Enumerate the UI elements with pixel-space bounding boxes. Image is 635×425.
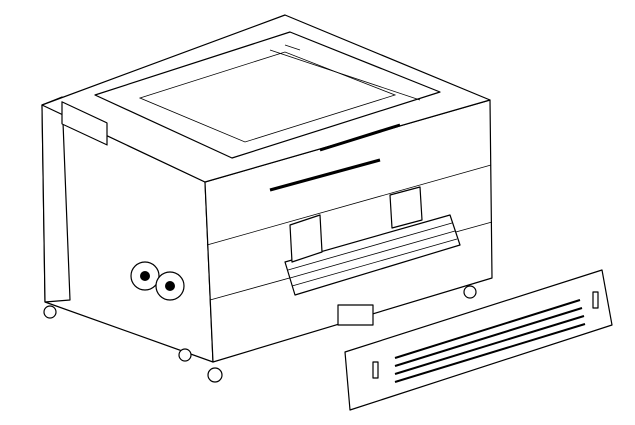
filter-box [337,304,374,326]
panel-handle-slot [592,291,599,309]
fan-center [140,271,150,281]
internal-component [284,214,461,296]
top-vents [269,123,401,192]
panel-seam [206,164,492,246]
casters [43,285,477,383]
gantry-rail [269,49,421,101]
fan-center [165,281,175,291]
vent-slots [394,299,586,383]
work-bed [138,51,397,143]
mount-bracket [289,214,323,263]
gantry-rail [284,44,301,51]
mount-bracket [389,186,423,229]
lid-opening [94,31,441,159]
control-panel [61,101,108,146]
component-fins [287,222,458,287]
panel-handle-slot [372,361,379,379]
